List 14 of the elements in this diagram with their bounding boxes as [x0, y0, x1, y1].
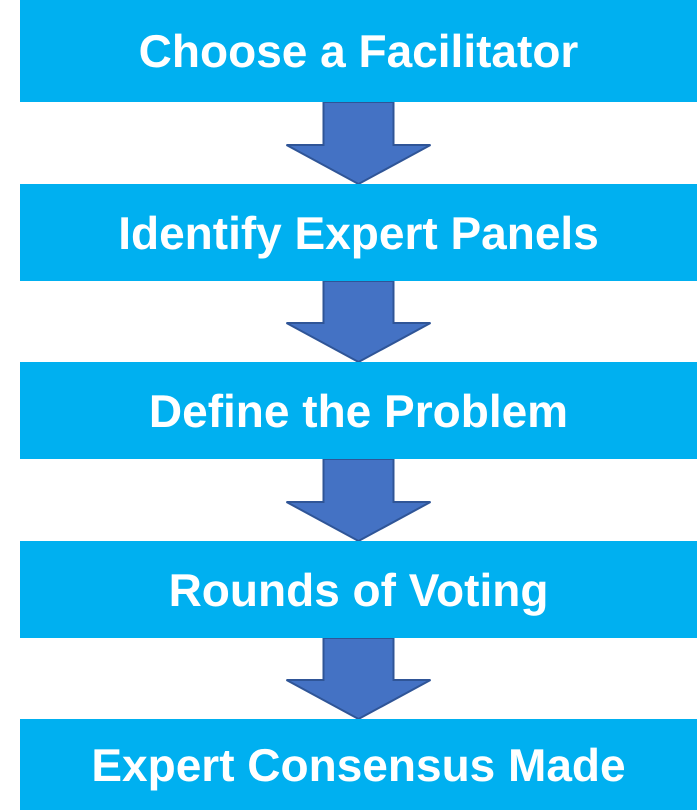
process-box: [20, 184, 697, 281]
block-arrow: [286, 458, 432, 542]
step-label: Define the Problem: [148, 384, 568, 438]
process-box: [20, 541, 697, 638]
process-box: [20, 362, 697, 459]
process-box: [20, 719, 697, 810]
block-arrow: [286, 101, 432, 186]
block-arrow: [286, 637, 432, 720]
step-label: Identify Expert Panels: [118, 206, 599, 260]
process-box: [20, 0, 697, 102]
step-label: Choose a Facilitator: [138, 24, 578, 78]
step-label: Expert Consensus Made: [91, 738, 626, 792]
step-label: Rounds of Voting: [168, 562, 548, 616]
block-arrow: [286, 280, 432, 364]
